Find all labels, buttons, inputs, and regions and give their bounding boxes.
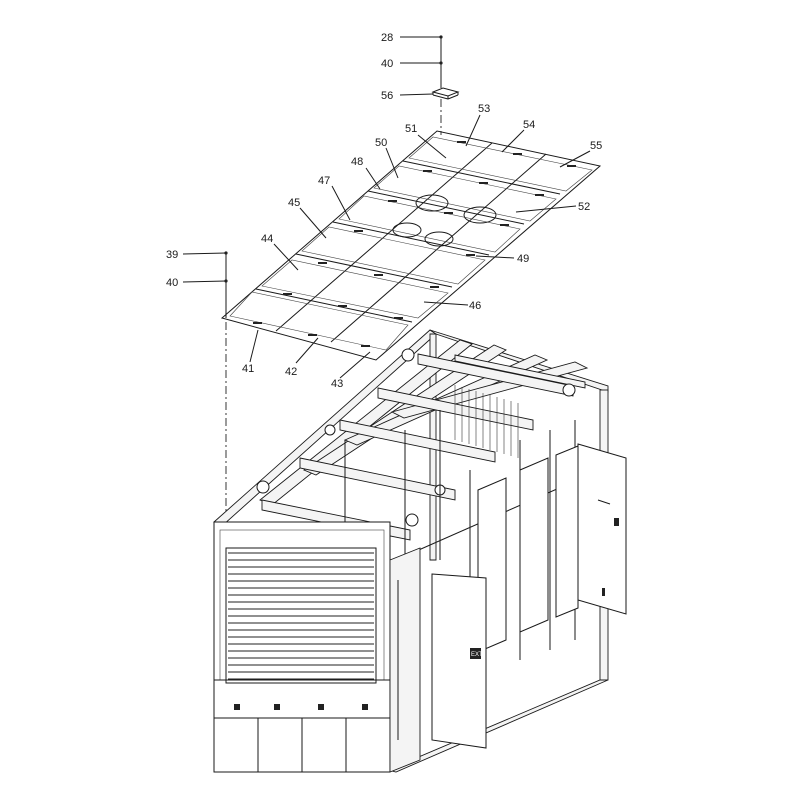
front-right-door: EXT [431,573,487,749]
callout-40-left: 40 [166,277,178,289]
callout-49: 49 [517,253,529,265]
callout-labels: 28 40 56 53 51 54 50 55 48 47 52 45 44 3… [166,32,602,390]
callout-48: 48 [351,156,363,168]
callout-43: 43 [331,378,343,390]
front-grille-face [213,521,421,773]
callout-44: 44 [261,233,273,245]
callout-46: 46 [469,300,481,312]
fastener-axis-left [224,251,228,520]
callout-42: 42 [285,366,297,378]
callout-55: 55 [590,140,602,152]
callout-39: 39 [166,249,178,261]
callout-leaders [182,36,591,379]
callout-51: 51 [405,123,417,135]
callout-47: 47 [318,175,330,187]
callout-28: 28 [381,32,393,44]
right-end-door [577,443,627,615]
callout-41: 41 [242,363,254,375]
roof-panel-assembly [220,130,602,361]
callout-53: 53 [478,103,490,115]
callout-52: 52 [578,201,590,213]
callout-40-top: 40 [381,58,393,70]
callout-50: 50 [375,137,387,149]
callout-56: 56 [381,90,393,102]
callout-54: 54 [523,119,535,131]
right-side-panels [477,445,579,653]
fastener-axis-top [439,35,443,135]
cap-part-56 [431,87,460,100]
callout-45: 45 [288,197,300,209]
svg-text:EXT: EXT [471,652,483,658]
